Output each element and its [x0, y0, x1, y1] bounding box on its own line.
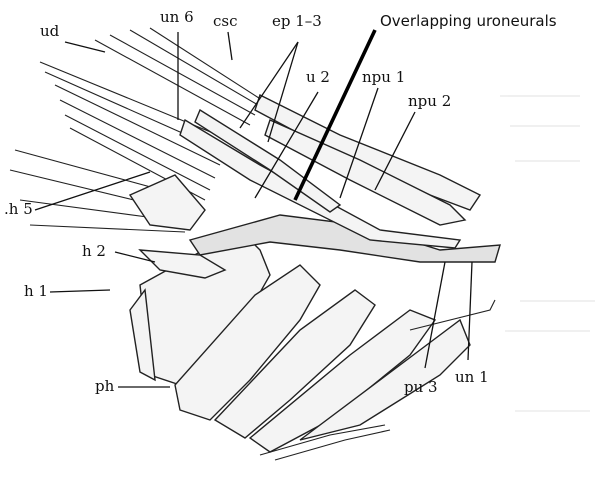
bones [128, 94, 501, 461]
label-pu3: pu 3 [404, 378, 438, 396]
label-h2: h 2 [82, 242, 106, 260]
label-h5: .h 5 [4, 200, 33, 218]
leader-un1 [467, 261, 473, 361]
leader-overlapping [293, 29, 377, 201]
page-bleed [500, 95, 595, 412]
label-overlapping-uroneurals: Overlapping uroneurals [380, 12, 557, 30]
leader-npu1 [339, 87, 379, 199]
leader-u2 [254, 91, 319, 199]
leader-lines [34, 29, 473, 388]
leader-ep-a [239, 41, 299, 129]
leader-h5 [34, 171, 151, 211]
leader-h2 [114, 251, 156, 263]
label-npu1: npu 1 [362, 68, 405, 86]
label-npu2: npu 2 [408, 92, 451, 110]
leader-ep-b [267, 41, 299, 143]
label-u2: u 2 [306, 68, 330, 86]
label-ud: ud [40, 22, 60, 40]
label-ph: ph [95, 377, 115, 395]
label-ep: ep 1–3 [272, 12, 322, 30]
leader-pu3 [424, 261, 446, 369]
labels: Overlapping uroneurals un 6 ud csc ep 1–… [4, 8, 557, 396]
label-un1: un 1 [455, 368, 489, 386]
label-csc: csc [213, 12, 238, 30]
leader-ud [64, 41, 106, 53]
leader-csc [227, 31, 233, 61]
leader-h1 [49, 289, 111, 293]
label-h1: h 1 [24, 282, 48, 300]
leader-npu2 [374, 111, 416, 191]
label-un6: un 6 [160, 8, 194, 26]
